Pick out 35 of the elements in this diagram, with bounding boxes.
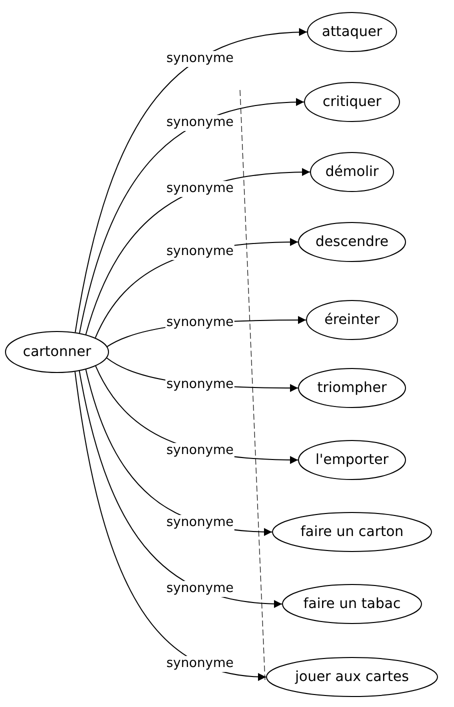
edge-label: synonyme xyxy=(165,656,235,672)
node-label: faire un carton xyxy=(300,524,404,540)
ellipse-node xyxy=(306,300,398,340)
edge-label: synonyme xyxy=(165,581,235,598)
ellipse-node xyxy=(298,368,406,408)
edge-label: synonyme xyxy=(165,50,235,67)
edge-label: synonyme xyxy=(165,180,235,197)
node-label: triompher xyxy=(317,380,387,396)
node-label: critiquer xyxy=(322,94,382,110)
arrow xyxy=(79,98,304,334)
ellipse-node xyxy=(272,512,432,552)
node-label: cartonner xyxy=(22,344,92,360)
arrow xyxy=(74,28,308,333)
node-label: démolir xyxy=(325,164,379,180)
ellipse-node xyxy=(282,584,422,624)
edge-label: synonyme xyxy=(165,442,235,459)
ellipse-node xyxy=(266,657,438,697)
ellipse-node xyxy=(304,82,400,122)
node-label: descendre xyxy=(316,234,388,250)
edge-label: synonyme xyxy=(165,114,235,131)
edge-label: synonyme xyxy=(165,514,235,531)
node-label: faire un tabac xyxy=(303,596,401,612)
arrow xyxy=(74,371,266,680)
arrow xyxy=(78,370,282,608)
node-label: attaquer xyxy=(322,24,382,40)
edge-label: synonyme xyxy=(165,376,235,393)
ellipse-node xyxy=(298,440,406,480)
edge-label: synonyme xyxy=(165,244,235,260)
ellipse-node xyxy=(310,152,394,192)
node-label: l'emporter xyxy=(315,452,389,468)
node-label: jouer aux cartes xyxy=(295,669,409,685)
ellipse-node xyxy=(5,331,109,373)
ellipse-node xyxy=(307,12,397,52)
ellipse-node xyxy=(298,222,406,262)
node-label: éreinter xyxy=(324,312,380,328)
